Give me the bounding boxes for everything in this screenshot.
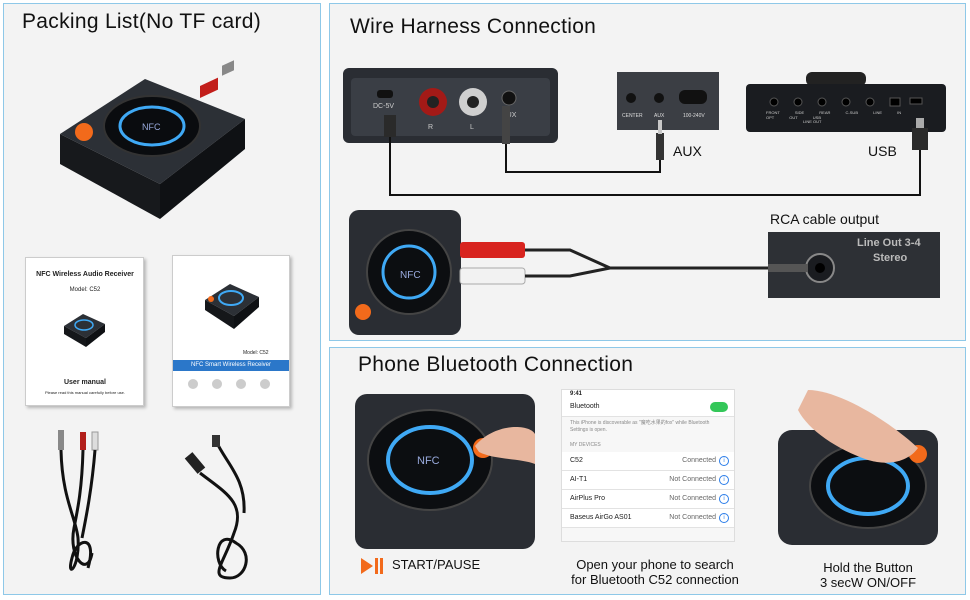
bluetooth-label: Bluetooth <box>570 403 600 410</box>
amp-port-usb: USB <box>812 115 821 120</box>
guide-step-icons <box>188 379 270 389</box>
manual-device-picture <box>64 314 105 347</box>
bluetooth-toggle-row[interactable]: Bluetooth <box>562 398 734 417</box>
manual-footer: User manual <box>63 379 107 386</box>
hold-line-2: 3 secW ON/OFF <box>819 575 917 590</box>
receiver-device-image: NFC <box>60 60 245 219</box>
hold-line-1: Hold the Button <box>823 560 913 575</box>
guide-banner: NFC Smart Wireless Receiver <box>173 360 289 371</box>
device-row[interactable]: C52 Connected i <box>562 452 734 471</box>
svg-text:NFC: NFC <box>400 270 421 281</box>
device-name: AI-T1 <box>570 476 588 483</box>
phone-bluetooth-title: Phone Bluetooth Connection <box>358 353 634 376</box>
device-name: C52 <box>570 457 583 464</box>
back-l-label: L <box>470 124 474 131</box>
device-row[interactable]: AI-T1 Not Connected i <box>562 471 734 490</box>
my-devices-header: MY DEVICES <box>570 442 601 448</box>
device-name: AirPlus Pro <box>570 495 606 502</box>
start-pause-label: START/PAUSE <box>392 557 481 572</box>
bluetooth-toggle[interactable] <box>710 402 728 412</box>
packing-list-title: Packing List(No TF card) <box>22 10 262 33</box>
device-status: Not Connected <box>669 514 716 521</box>
usb-label: USB <box>868 143 897 159</box>
device-status: Connected <box>682 457 716 464</box>
back-r-label: R <box>428 124 434 131</box>
device-row[interactable]: Baseus AirGo AS01 Not Connected i <box>562 509 734 528</box>
pc-center-label: CENTER <box>622 113 643 119</box>
wire-harness-title: Wire Harness Connection <box>350 15 597 38</box>
device-row[interactable]: AirPlus Pro Not Connected i <box>562 490 734 509</box>
amp-port-rear: REAR <box>819 110 831 115</box>
rca-audio-cable-image <box>58 430 99 571</box>
rca-output-label: RCA cable output <box>770 211 879 227</box>
amp-line-out-label: LINE OUT <box>803 119 822 124</box>
device-status: Not Connected <box>669 495 716 502</box>
amp-port-labels: FRONT SIDE REAR C-SUB LINE IN OPT OUT US… <box>766 110 916 120</box>
play-pause-icon <box>361 558 383 574</box>
amp-port-side: SIDE <box>794 110 805 115</box>
manual-model: Model: C52 <box>69 287 101 293</box>
amplifier-image <box>746 72 946 132</box>
amp-port-linein: LINE IN <box>873 110 902 115</box>
line-out-sub: Stereo <box>873 252 908 264</box>
pc-volt-label: 100-240V <box>683 113 705 119</box>
status-time: 9:41 <box>570 391 583 397</box>
bluetooth-settings-screen: 9:41 Bluetooth This iPhone is discoverab… <box>561 389 735 542</box>
svg-text:NFC: NFC <box>142 122 161 132</box>
back-dc-label: DC-5V <box>373 103 395 110</box>
guide-device-picture <box>205 284 259 329</box>
quick-guide-book: Model: C52 NFC Smart Wireless Receiver <box>172 255 290 407</box>
line-out-panel-image <box>768 232 940 298</box>
aux-label: AUX <box>673 143 702 159</box>
svg-text:NFC: NFC <box>417 455 440 467</box>
guide-model: Model: C52 <box>243 350 269 356</box>
info-icon[interactable]: i <box>719 456 729 466</box>
rca-cable-image <box>459 242 775 285</box>
receiver-rca-image: NFC <box>349 210 461 335</box>
caption-line-2: for Bluetooth C52 connection <box>571 572 739 587</box>
amp-port-optout: OPT OUT <box>766 115 798 120</box>
manual-note: Please read this manual carefully before… <box>44 390 126 395</box>
usb-cable-image <box>184 435 248 580</box>
receiver-hold-image <box>778 390 938 545</box>
discoverable-info: This iPhone is discoverable as "魔吃水果的fox… <box>570 420 710 433</box>
info-icon[interactable]: i <box>719 513 729 523</box>
caption-line-1: Open your phone to search <box>576 557 734 572</box>
device-name: Baseus AirGo AS01 <box>570 514 632 521</box>
pc-aux-label: AUX <box>654 113 665 119</box>
info-icon[interactable]: i <box>719 494 729 504</box>
receiver-press-image: NFC <box>355 394 535 549</box>
device-status: Not Connected <box>669 476 716 483</box>
amp-port-front: FRONT <box>766 110 780 115</box>
manual-title: NFC Wireless Audio Receiver <box>36 271 134 278</box>
pc-aux-panel-image <box>617 72 719 130</box>
line-out-text: Line Out 3-4 <box>857 237 921 249</box>
info-icon[interactable]: i <box>719 475 729 485</box>
amp-port-csub: C-SUB <box>845 110 858 115</box>
user-manual-book: NFC Wireless Audio Receiver Model: C52 U… <box>25 257 144 406</box>
